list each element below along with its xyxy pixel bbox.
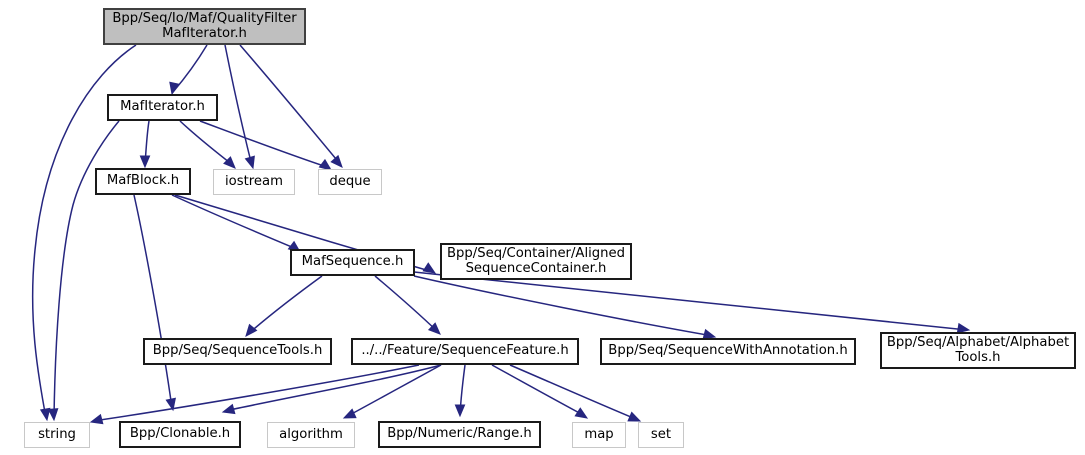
edge-root-to-string <box>31 44 137 419</box>
arrowhead-mafblock-to-clonable <box>165 397 176 412</box>
edge-mafblock-to-mafseq <box>171 194 300 251</box>
graph-node-deque[interactable]: deque <box>318 169 382 195</box>
graph-node-iostream[interactable]: iostream <box>213 169 295 195</box>
arrowhead-root-to-string <box>39 407 51 422</box>
arrowhead-mafiter-to-mafblock <box>139 155 151 169</box>
arrowhead-mafblock-to-alignedsc <box>422 262 437 274</box>
edge-mafiter-to-iostream <box>179 120 235 167</box>
graph-node-mafiter[interactable]: MafIterator.h <box>107 94 218 121</box>
graph-node-label: algorithm <box>279 426 343 442</box>
arrowhead-mafseq-to-seqtools <box>245 323 258 338</box>
arrowhead-mafiter-to-deque <box>318 158 333 171</box>
arrowhead-root-to-deque <box>330 154 343 168</box>
edge-mafseq-to-seqtools <box>247 275 323 335</box>
arrowhead-root-to-mafiter <box>169 81 180 96</box>
edge-root-to-deque <box>239 44 342 166</box>
arrowhead-seqfeat-to-set <box>627 411 642 422</box>
graph-node-label: MafSequence.h <box>301 254 404 270</box>
graph-node-range[interactable]: Bpp/Numeric/Range.h <box>378 421 541 448</box>
arrowhead-root-to-iostream <box>244 155 255 170</box>
edge-seqfeat-to-string <box>92 364 420 422</box>
graph-node-alignedsc[interactable]: Bpp/Seq/Container/Aligned SequenceContai… <box>440 243 632 280</box>
graph-node-seqannot[interactable]: Bpp/Seq/SequenceWithAnnotation.h <box>600 338 856 365</box>
graph-node-clonable[interactable]: Bpp/Clonable.h <box>119 421 241 448</box>
edge-mafseq-to-alphtools <box>413 271 968 331</box>
graph-node-string[interactable]: string <box>24 422 90 448</box>
edge-seqfeat-to-clonable <box>224 364 442 412</box>
arrowhead-seqfeat-to-range <box>454 404 466 418</box>
arrowhead-seqfeat-to-algorithm <box>342 408 357 419</box>
graph-node-label: set <box>650 426 672 442</box>
arrowhead-mafseq-to-alphtools <box>956 322 971 334</box>
graph-node-label: MafBlock.h <box>106 173 180 189</box>
arrowhead-mafiter-to-string <box>47 408 59 422</box>
arrowhead-mafseq-to-seqfeat <box>427 322 441 335</box>
graph-node-seqfeat[interactable]: ../../Feature/SequenceFeature.h <box>351 338 579 365</box>
graph-node-label: Bpp/Seq/Container/Aligned SequenceContai… <box>447 245 625 276</box>
graph-node-label: Bpp/Clonable.h <box>129 426 231 442</box>
graph-node-algorithm[interactable]: algorithm <box>267 422 355 448</box>
graph-node-set[interactable]: set <box>638 422 684 448</box>
graph-node-label: Bpp/Seq/Alphabet/Alphabet Tools.h <box>886 334 1070 365</box>
graph-node-alphtools[interactable]: Bpp/Seq/Alphabet/Alphabet Tools.h <box>880 332 1076 369</box>
graph-node-label: Bpp/Seq/SequenceTools.h <box>152 343 323 359</box>
arrowhead-seqfeat-to-map <box>574 407 589 419</box>
graph-node-mafblock[interactable]: MafBlock.h <box>95 168 191 195</box>
arrowhead-seqfeat-to-string <box>89 413 104 425</box>
graph-node-label: Bpp/Seq/Io/Maf/QualityFilter MafIterator… <box>112 10 297 41</box>
arrowhead-mafseq-to-seqannot <box>702 328 717 340</box>
edge-mafseq-to-seqfeat <box>374 275 439 333</box>
edge-seqfeat-to-set <box>509 364 639 421</box>
arrowhead-seqfeat-to-clonable <box>221 403 236 415</box>
edge-seqfeat-to-algorithm <box>345 364 442 418</box>
graph-node-label: iostream <box>225 173 283 189</box>
edge-mafiter-to-string <box>53 120 120 419</box>
graph-node-seqtools[interactable]: Bpp/Seq/SequenceTools.h <box>143 338 332 365</box>
edge-mafblock-to-clonable <box>133 194 173 409</box>
graph-node-label: MafIterator.h <box>120 99 205 115</box>
graph-node-label: Bpp/Seq/SequenceWithAnnotation.h <box>608 343 848 359</box>
edge-mafseq-to-seqannot <box>413 275 714 337</box>
graph-node-label: Bpp/Numeric/Range.h <box>387 426 532 442</box>
edge-seqfeat-to-map <box>491 364 586 417</box>
graph-node-root[interactable]: Bpp/Seq/Io/Maf/QualityFilter MafIterator… <box>103 8 306 45</box>
graph-node-map[interactable]: map <box>572 422 626 448</box>
graph-node-label: ../../Feature/SequenceFeature.h <box>361 343 569 359</box>
arrowhead-mafiter-to-iostream <box>223 156 236 169</box>
graph-node-label: map <box>584 426 614 442</box>
edge-root-to-iostream <box>224 44 253 167</box>
graph-node-mafseq[interactable]: MafSequence.h <box>290 249 415 276</box>
edge-mafiter-to-deque <box>199 120 331 169</box>
graph-node-label: deque <box>329 173 371 189</box>
graph-node-label: string <box>38 426 76 442</box>
